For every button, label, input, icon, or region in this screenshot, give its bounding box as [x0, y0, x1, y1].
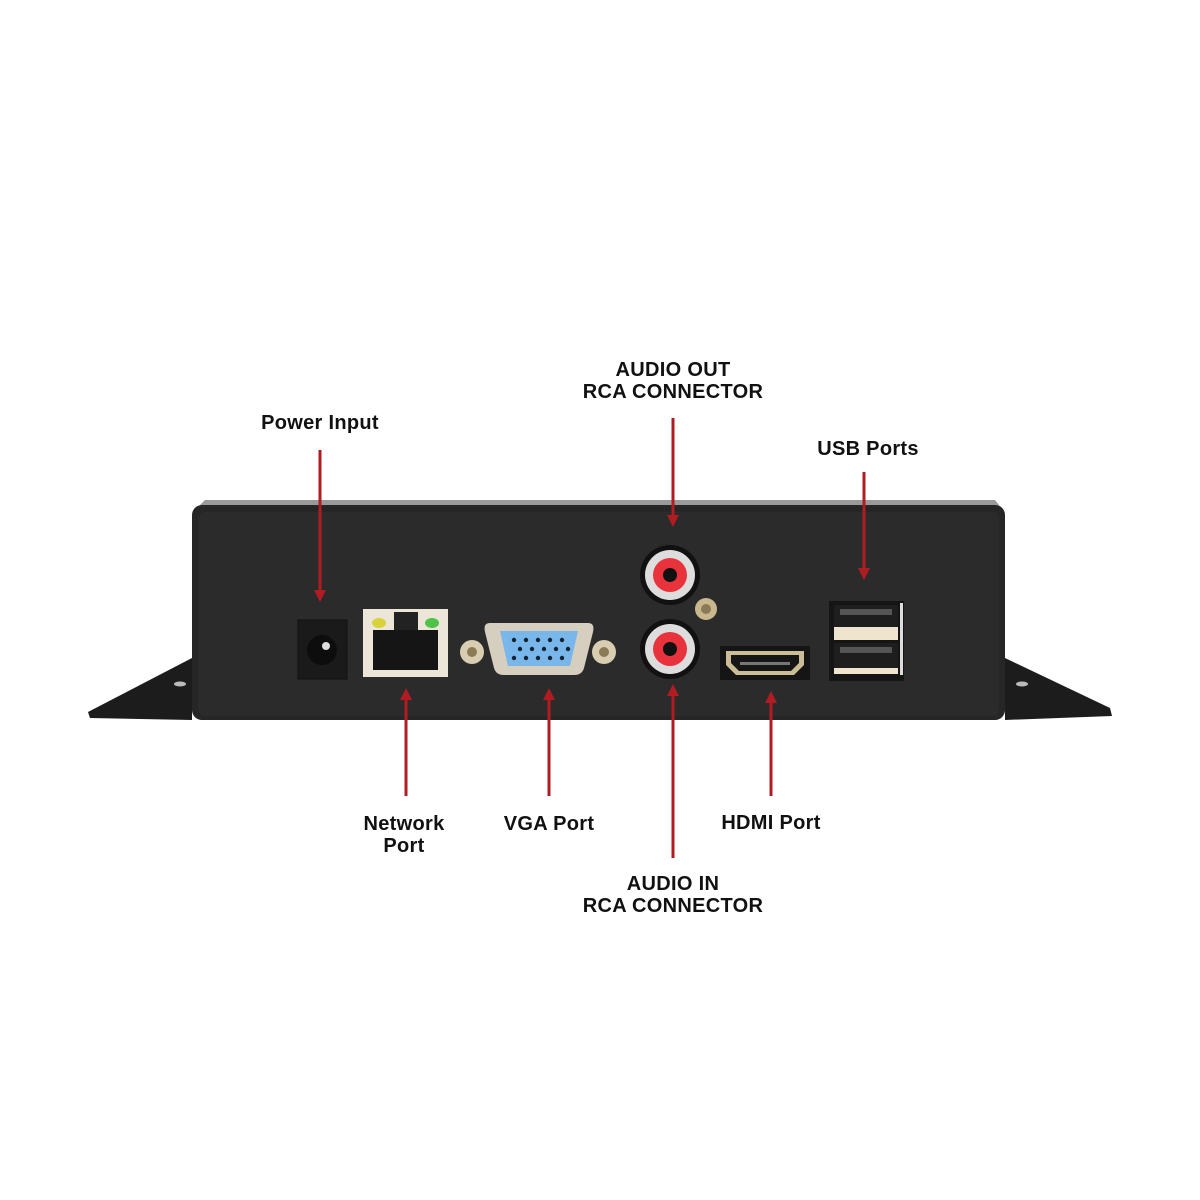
label-text: HDMI Port	[721, 812, 821, 834]
label-text: AUDIO OUT	[615, 359, 731, 381]
label-text: USB Ports	[817, 438, 919, 460]
audio-out-label: AUDIO OUT RCA CONNECTOR	[583, 359, 764, 403]
usb-ports	[829, 601, 904, 681]
label-text: VGA Port	[503, 813, 595, 835]
link-led-yellow	[372, 618, 386, 628]
vga-port	[460, 623, 616, 675]
left-mounting-flange	[88, 658, 192, 720]
usb-ports-label: USB Ports	[817, 438, 919, 460]
vga-port-label: VGA Port	[504, 813, 595, 835]
right-mounting-flange	[1005, 658, 1112, 720]
label-text: AUDIO IN	[626, 873, 720, 895]
audio-in-label: AUDIO IN RCA CONNECTOR	[583, 873, 764, 917]
hdmi-port	[720, 646, 810, 680]
audio-in-rca-jack	[640, 619, 700, 679]
label-text: Power Input	[261, 412, 379, 434]
activity-led-green	[425, 618, 439, 628]
ground-screw	[695, 598, 717, 620]
network-port	[363, 609, 448, 677]
label-text: RCA CONNECTOR	[582, 381, 764, 403]
network-port-label: Network Port	[363, 813, 444, 857]
label-text: Network	[363, 813, 445, 835]
hdmi-port-label: HDMI Port	[721, 812, 820, 834]
power-input-label: Power Input	[261, 412, 379, 434]
power-jack	[297, 619, 348, 680]
label-text: Port	[383, 835, 425, 857]
label-text: RCA CONNECTOR	[582, 895, 764, 917]
audio-out-rca-jack	[640, 545, 700, 605]
